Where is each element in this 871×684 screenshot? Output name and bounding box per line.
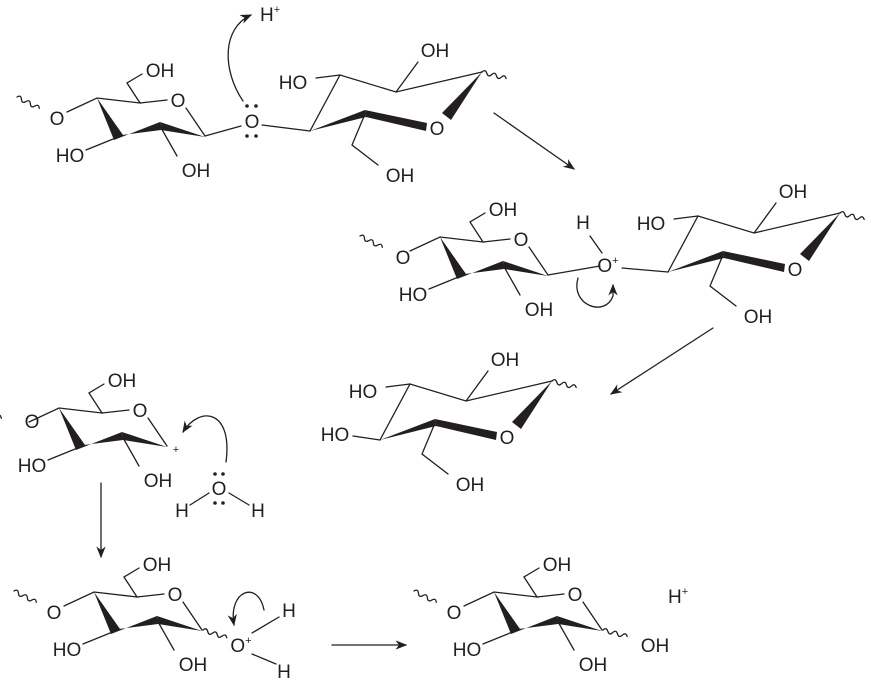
step2-protonated-disaccharide: O OH O HO OH O+ H HO OH O OH [359,182,865,328]
carbocation-charge: + [173,444,179,456]
c2-oh-label: OH [182,161,211,182]
leaving-sugar: HO HO OH O OH [321,350,577,496]
ch2oh-label: OH [386,166,415,187]
hydrogen-bottom: H [277,662,291,683]
ring-o-label: O [568,585,583,606]
ch2oh-label: OH [143,555,172,576]
ch2oh-label: OH [456,475,485,496]
curved-arrow-icon [182,415,228,463]
o-link-label: O [396,248,411,269]
water-oxygen: O [212,479,227,500]
c3-oh-label: HO [56,146,85,167]
c3-oh-label: HO [453,640,482,661]
step4-oxonium: O OH O HO OH O+ H H [13,555,296,683]
water-h-left: H [175,501,189,522]
hydrogen-top: H [282,601,296,622]
ring-o-label: O [430,119,445,140]
proton-label: H+ [260,4,280,26]
curved-arrow-icon [576,277,618,308]
step3-oxocarbenium: O OH O HO OH + O H H [0,371,265,522]
ch2oh-label: OH [108,371,137,392]
curved-arrow-icon [227,591,265,627]
step4-product-glucose: O OH O HO OH OH H+ [413,555,688,676]
step1-disaccharide: O OH O HO OH O HO OH O OH H+ [16,4,507,187]
reaction-arrow-icon [610,327,714,395]
c2-oh-label: OH [491,350,520,371]
c3-oh-label: HO [637,214,666,235]
ch2oh-label: OH [543,555,572,576]
c4-oh-label: HO [321,425,350,446]
c3-oh-label: HO [53,640,82,661]
o-link-label: O [47,603,62,624]
o-link-label: O [25,412,40,433]
protonated-oxygen: O+ [597,255,618,277]
c3-oh-label: HO [18,456,47,477]
ring-o-label: O [788,260,803,281]
proton-label: H+ [668,586,688,608]
glycosidic-oxygen: O [245,112,260,133]
c3-oh-label: HO [399,285,428,306]
ch2oh-label: OH [744,307,773,328]
c2-oh-label: OH [179,655,208,676]
lone-pair-dots [245,104,258,138]
water-molecule: O H H [175,472,265,522]
c3-oh-label: HO [279,73,308,94]
c2-oh-label: OH [779,182,808,203]
ring-o-label: O [171,91,186,112]
c2-oh-label: OH [579,655,608,676]
c3-oh-label: HO [349,382,378,403]
oxonium-oxygen: O+ [230,635,251,657]
o-link-label: O [50,109,65,130]
ring-o-label: O [500,428,515,449]
c2-oh-label: OH [525,300,554,321]
ring-o-label: O [514,230,529,251]
c2-oh-label: OH [144,471,173,492]
c2-oh-label: OH [421,41,450,62]
anomeric-oh-label: OH [641,636,670,657]
ch2oh-label: OH [489,200,518,221]
ring-o-label: O [168,585,183,606]
ch2oh-label: OH [146,61,175,82]
reaction-arrow-icon [493,112,575,170]
ring-o-label: O [133,401,148,422]
curved-arrow-icon [227,14,253,102]
water-h-right: H [251,501,265,522]
hydrogen-label: H [576,213,590,234]
o-link-label: O [447,603,462,624]
